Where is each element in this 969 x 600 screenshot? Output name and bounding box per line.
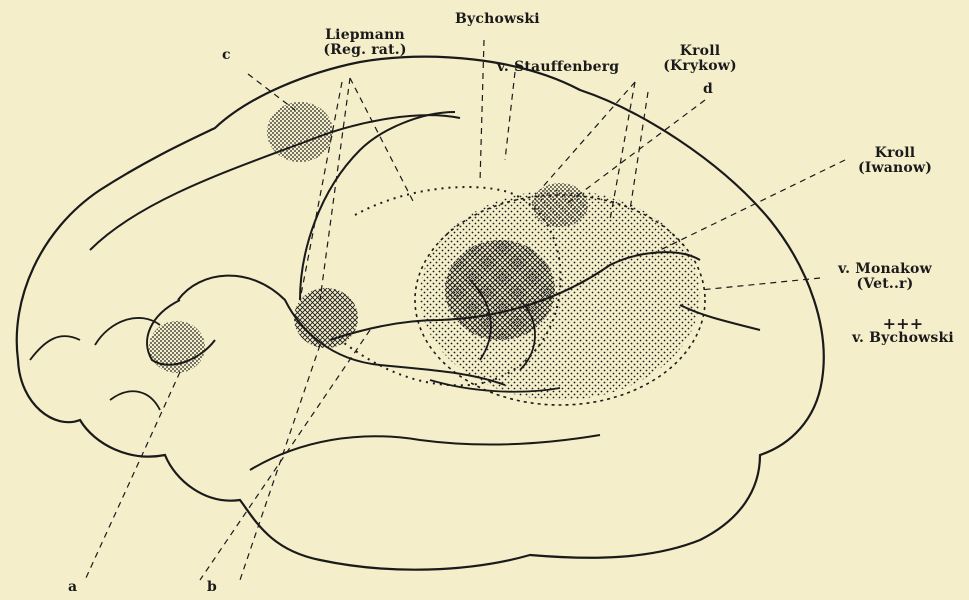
lesion-liepmann (294, 288, 358, 348)
label-iwanow: (Iwanow) (850, 161, 940, 176)
label-c: c (222, 48, 231, 63)
label-bychowski-legend: +++ v. Bychowski (838, 316, 968, 346)
label-kroll-iwanow-name: Kroll (850, 146, 940, 161)
label-plus-marks: +++ (838, 316, 968, 331)
lesion-c (267, 102, 333, 162)
label-liepmann-sub: (Reg. rat.) (300, 43, 430, 58)
label-kroll-krykow-name: Kroll (655, 44, 745, 59)
frontal-sulcus-small (30, 336, 80, 360)
temporal-lobe-fold (95, 318, 160, 410)
label-bychowski-legend-name: v. Bychowski (838, 331, 968, 346)
label-b: b (207, 580, 217, 595)
label-d: d (703, 82, 713, 97)
label-monakow: v. Monakow (Vet..r) (830, 262, 940, 292)
label-a: a (68, 580, 77, 595)
label-kroll-iwanow: Kroll (Iwanow) (850, 146, 940, 176)
label-liepmann: Liepmann (Reg. rat.) (300, 28, 430, 58)
label-kroll-krykow: Kroll (Krykow) (655, 44, 745, 74)
label-monakow-sub: (Vet..r) (830, 277, 940, 292)
lesion-a (149, 321, 205, 373)
lesion-stauffenberg (445, 240, 555, 340)
label-stauffenberg: v. Stauffenberg (497, 60, 619, 75)
temporal-sulcus (250, 435, 600, 470)
label-liepmann-name: Liepmann (300, 28, 430, 43)
label-bychowski-top: Bychowski (455, 12, 540, 27)
label-krykow: (Krykow) (655, 59, 745, 74)
label-monakow-name: v. Monakow (830, 262, 940, 277)
brain-outline (17, 57, 824, 570)
